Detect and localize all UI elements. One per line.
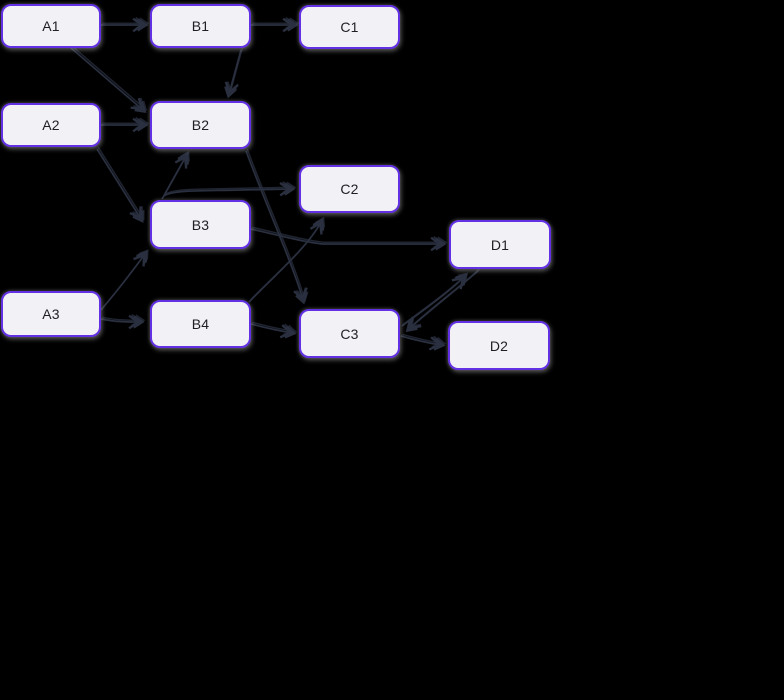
node-label-A3: A3 (42, 306, 60, 322)
edge-A3-B4 (100, 314, 145, 330)
edge-A2-B3-ghost (97, 146, 145, 221)
node-A2: A2 (1, 103, 101, 147)
node-label-C3: C3 (340, 325, 359, 342)
node-label-B4: B4 (191, 316, 210, 332)
node-label-B3: B3 (191, 216, 210, 233)
edge-B4-C2 (248, 217, 325, 303)
node-B1: B1 (150, 4, 251, 48)
node-B4: B4 (150, 300, 251, 348)
edge-B4-C2-ghost (249, 216, 326, 301)
edge-B3-C2 (163, 181, 296, 197)
edge-B2-C3-ghost (246, 149, 309, 303)
node-label-D1: D1 (490, 236, 510, 253)
node-C3: C3 (299, 309, 400, 358)
edge-C3-D2 (400, 335, 446, 351)
edge-D1-C3 (405, 270, 479, 333)
edge-B2-C3 (245, 150, 308, 305)
edge-B3-C2-ghost (164, 181, 297, 195)
node-label-C2: C2 (340, 181, 359, 197)
edge-B3-D1-ghost (252, 226, 448, 249)
node-B3: B3 (150, 200, 251, 249)
edge-B3-D1 (250, 228, 447, 252)
node-label-D2: D2 (489, 337, 509, 354)
node-B2: B2 (150, 101, 251, 149)
node-D1: D1 (449, 220, 551, 269)
node-A1: A1 (1, 4, 101, 48)
node-label-B2: B2 (191, 117, 210, 133)
node-label-B1: B1 (191, 18, 210, 34)
edge-A1-B2 (70, 47, 147, 113)
edge-A1-B2-ghost (71, 45, 148, 111)
edge-B3-B2 (161, 152, 189, 200)
edge-B4-C3 (250, 323, 297, 339)
node-C1: C1 (299, 5, 400, 49)
edge-B1-B2 (224, 49, 242, 99)
node-label-A1: A1 (42, 18, 60, 34)
edge-A2-B3 (96, 148, 144, 223)
node-C2: C2 (299, 165, 400, 213)
edge-C3-D1-ghost (402, 272, 469, 325)
node-A3: A3 (1, 291, 101, 337)
node-label-C1: C1 (340, 19, 359, 35)
node-label-A2: A2 (42, 117, 60, 133)
node-D2: D2 (448, 321, 550, 370)
edge-A3-B3 (100, 250, 148, 311)
